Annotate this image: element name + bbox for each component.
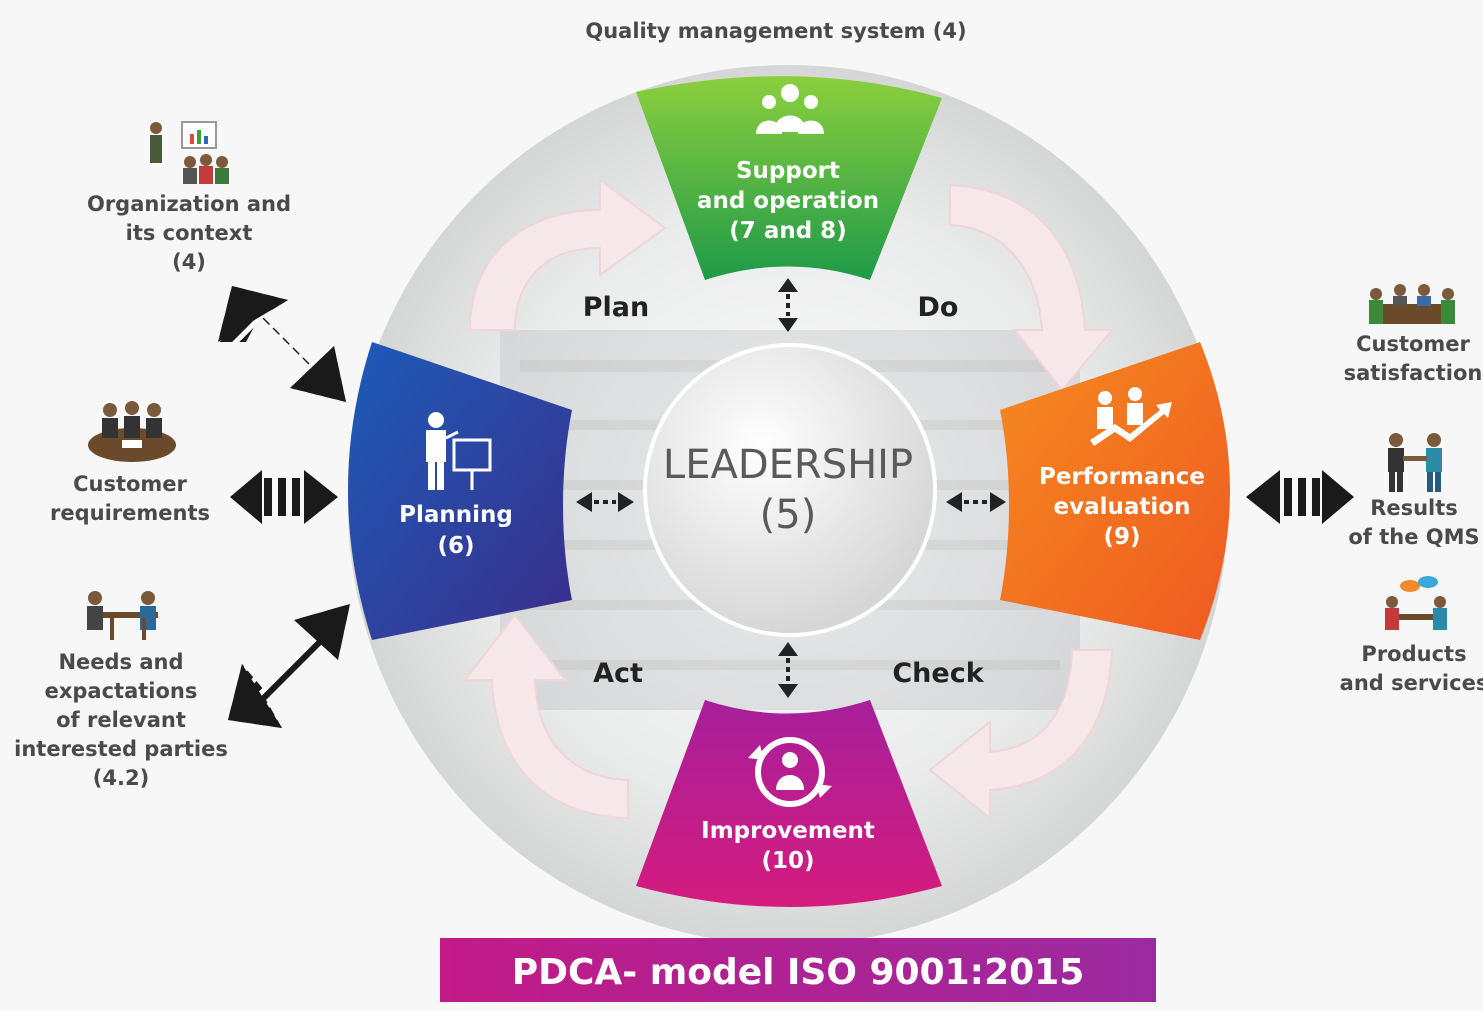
team-meeting-icon bbox=[1369, 284, 1455, 324]
needs-line4: interested parties bbox=[14, 737, 228, 761]
label-plan: Plan bbox=[583, 292, 650, 323]
support-line1: Support bbox=[736, 158, 840, 184]
negotiation-icon bbox=[87, 591, 158, 640]
results-line1: Results bbox=[1370, 496, 1458, 520]
team-icon bbox=[756, 84, 824, 134]
results-line2: of the QMS bbox=[1348, 525, 1479, 549]
improvement-icon bbox=[748, 737, 832, 807]
products-line2: and services bbox=[1340, 671, 1483, 695]
customer-requirements-line2: requirements bbox=[50, 501, 210, 525]
segment-support: Support and operation (7 and 8) bbox=[636, 76, 942, 280]
segment-planning: Planning (6) bbox=[348, 342, 572, 640]
organization-line1: Organization and bbox=[87, 192, 291, 216]
planning-line2: (6) bbox=[437, 533, 474, 559]
connector-top bbox=[778, 278, 798, 332]
input-needs: Needs and expactations of relevant inter… bbox=[14, 591, 228, 790]
discussion-icon bbox=[1385, 576, 1447, 630]
leadership-clause: (5) bbox=[760, 492, 817, 538]
output-results: Results of the QMS bbox=[1348, 433, 1480, 549]
cycle-arrow-do bbox=[949, 183, 1115, 392]
header-title: Quality management system (4) bbox=[585, 19, 966, 43]
arrow-outputs bbox=[1246, 470, 1354, 524]
products-line1: Products bbox=[1361, 642, 1466, 666]
meeting-icon bbox=[88, 401, 176, 462]
arrow-customer-requirements bbox=[230, 470, 338, 524]
presenter-icon bbox=[426, 412, 492, 490]
improvement-line2: (10) bbox=[761, 848, 814, 874]
output-products: Products and services bbox=[1340, 576, 1483, 695]
performance-line2: evaluation bbox=[1054, 494, 1191, 520]
needs-line2: expactations bbox=[45, 679, 198, 703]
performance-line1: Performance bbox=[1039, 464, 1205, 490]
performance-line3: (9) bbox=[1103, 524, 1140, 550]
connector-arrows bbox=[576, 278, 1006, 698]
organization-line3: (4) bbox=[172, 250, 206, 274]
growth-icon bbox=[1090, 387, 1172, 446]
arrow-organization bbox=[218, 286, 346, 402]
leadership-title: LEADERSHIP bbox=[663, 442, 913, 488]
presentation-icon bbox=[150, 121, 229, 184]
input-organization: Organization and its context (4) bbox=[87, 121, 291, 274]
cycle-arrows bbox=[462, 178, 1115, 821]
cycle-arrow-act bbox=[462, 613, 629, 820]
label-act: Act bbox=[593, 658, 643, 689]
support-line3: (7 and 8) bbox=[729, 218, 846, 244]
label-do: Do bbox=[918, 292, 959, 323]
satisfaction-line2: satisfaction bbox=[1344, 361, 1483, 385]
improvement-line1: Improvement bbox=[701, 818, 875, 844]
support-line2: and operation bbox=[697, 188, 879, 214]
arrow-needs bbox=[228, 604, 350, 728]
handshake-icon bbox=[1388, 433, 1442, 492]
cycle-arrow-check bbox=[928, 649, 1114, 821]
customer-requirements-line1: Customer bbox=[73, 472, 187, 496]
satisfaction-line1: Customer bbox=[1356, 332, 1470, 356]
segment-performance: Performance evaluation (9) bbox=[1000, 342, 1230, 640]
input-customer-requirements: Customer requirements bbox=[50, 401, 210, 525]
connector-right bbox=[946, 492, 1006, 512]
segment-improvement: Improvement (10) bbox=[636, 700, 942, 907]
connector-bottom bbox=[778, 642, 798, 698]
label-check: Check bbox=[892, 658, 984, 689]
leadership-circle bbox=[643, 343, 937, 637]
needs-line5: (4.2) bbox=[93, 766, 149, 790]
connector-left bbox=[576, 492, 634, 512]
needs-line3: of relevant bbox=[56, 708, 186, 732]
cycle-arrow-plan bbox=[468, 178, 667, 331]
organization-line2: its context bbox=[126, 221, 253, 245]
footer-title: PDCA- model ISO 9001:2015 bbox=[512, 952, 1085, 993]
needs-line1: Needs and bbox=[58, 650, 183, 674]
footer-banner bbox=[440, 938, 1156, 1002]
planning-line1: Planning bbox=[399, 502, 513, 528]
output-satisfaction: Customer satisfaction bbox=[1344, 284, 1483, 385]
